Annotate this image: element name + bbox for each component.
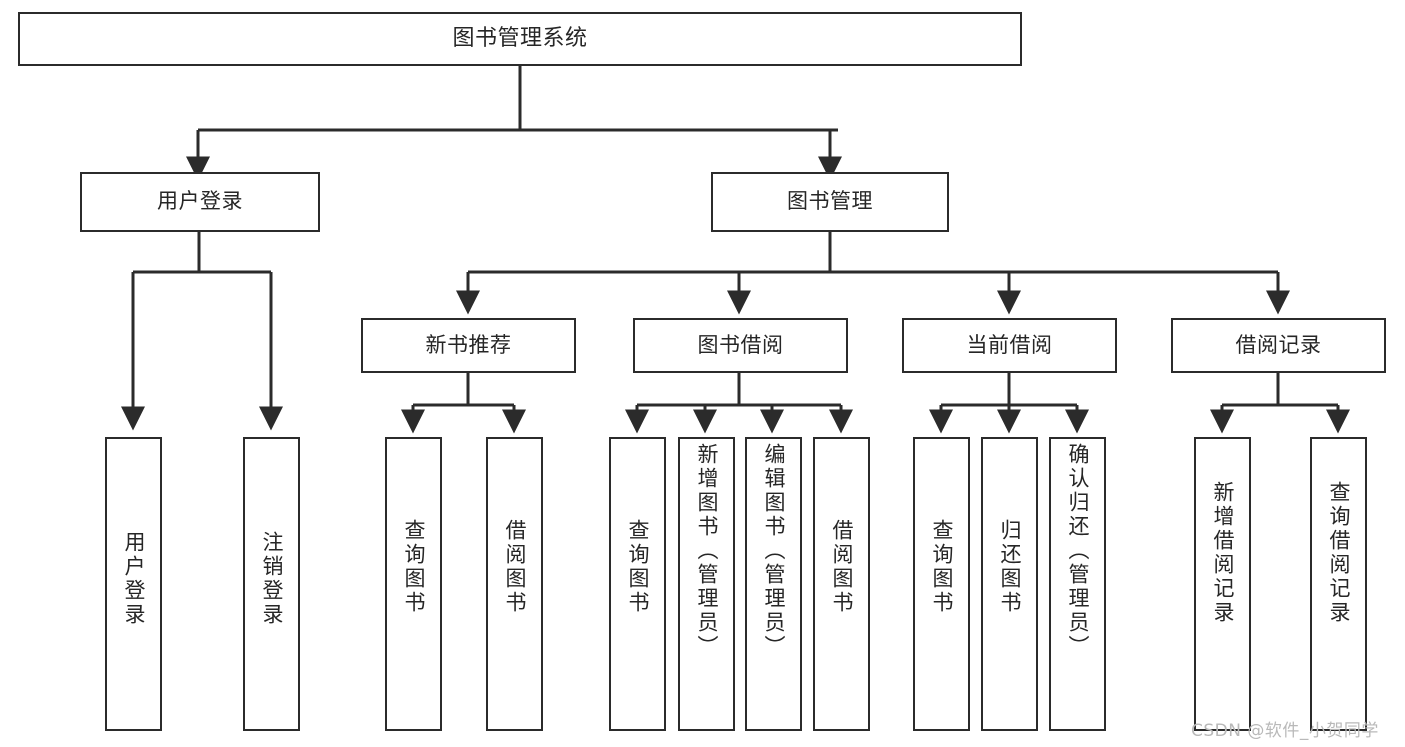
node-root[interactable]: 图书管理系统	[18, 12, 1022, 66]
leaf-query-record[interactable]: 查询借阅记录	[1310, 437, 1367, 731]
leaf-confirm-return[interactable]: 确认归还（管理员）	[1049, 437, 1106, 731]
leaf-user-login[interactable]: 用户登录	[105, 437, 162, 731]
node-root-label: 图书管理系统	[452, 25, 588, 51]
leaf-confirm-return-label: 确认归还（管理员）	[1066, 443, 1090, 659]
node-book-borrow-label: 图书借阅	[697, 332, 784, 357]
leaf-borrow-book-2-label: 借阅图书	[830, 519, 854, 615]
leaf-query-book-1[interactable]: 查询图书	[385, 437, 442, 731]
leaf-add-book-label: 新增图书（管理员）	[695, 443, 719, 659]
leaf-query-book-1-label: 查询图书	[402, 519, 426, 615]
leaf-borrow-book-2[interactable]: 借阅图书	[813, 437, 870, 731]
csdn-watermark: CSDN @软件_小贺同学	[1191, 721, 1379, 741]
leaf-logout-login-label: 注销登录	[260, 531, 284, 627]
leaf-query-book-2-label: 查询图书	[626, 519, 650, 615]
leaf-return-book-label: 归还图书	[998, 519, 1022, 615]
leaf-logout-login[interactable]: 注销登录	[243, 437, 300, 731]
node-new-book-recommend[interactable]: 新书推荐	[361, 318, 576, 373]
node-current-borrow[interactable]: 当前借阅	[902, 318, 1117, 373]
leaf-borrow-book-1-label: 借阅图书	[503, 519, 527, 615]
node-current-borrow-label: 当前借阅	[966, 332, 1053, 357]
leaf-edit-book-label: 编辑图书（管理员）	[762, 443, 786, 659]
leaf-edit-book[interactable]: 编辑图书（管理员）	[745, 437, 802, 731]
leaf-query-book-3-label: 查询图书	[930, 519, 954, 615]
leaf-query-book-2[interactable]: 查询图书	[609, 437, 666, 731]
leaf-return-book[interactable]: 归还图书	[981, 437, 1038, 731]
leaf-add-record-label: 新增借阅记录	[1211, 481, 1235, 625]
leaf-add-book[interactable]: 新增图书（管理员）	[678, 437, 735, 731]
node-borrow-record-label: 借阅记录	[1235, 332, 1322, 357]
node-book-borrow[interactable]: 图书借阅	[633, 318, 848, 373]
leaf-borrow-book-1[interactable]: 借阅图书	[486, 437, 543, 731]
node-borrow-record[interactable]: 借阅记录	[1171, 318, 1386, 373]
leaf-user-login-label: 用户登录	[122, 531, 146, 627]
node-user-login-label: 用户登录	[157, 189, 243, 214]
node-new-book-recommend-label: 新书推荐	[425, 332, 512, 357]
leaf-add-record[interactable]: 新增借阅记录	[1194, 437, 1251, 731]
node-user-login[interactable]: 用户登录	[80, 172, 320, 232]
leaf-query-record-label: 查询借阅记录	[1327, 481, 1351, 625]
node-book-manage-label: 图书管理	[787, 189, 873, 214]
node-book-manage[interactable]: 图书管理	[711, 172, 949, 232]
leaf-query-book-3[interactable]: 查询图书	[913, 437, 970, 731]
